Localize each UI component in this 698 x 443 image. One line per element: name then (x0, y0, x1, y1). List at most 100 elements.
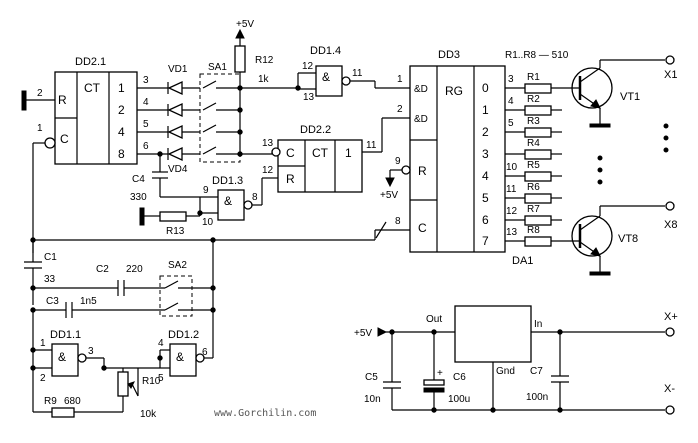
dd2-1-out-1: 1 (118, 81, 125, 95)
r6-label: R6 (527, 182, 540, 193)
dd3-block (409, 65, 506, 253)
pin-label: 2 (37, 88, 43, 99)
resistor-r6 (524, 193, 552, 204)
r10-label: R10 (142, 376, 161, 387)
supply-5v-dd3: +5V (380, 190, 398, 201)
dd2-1-c-input: C (60, 132, 69, 146)
ground-bar (139, 207, 145, 226)
dd3-out-3: 3 (482, 147, 489, 161)
sa1-switch-block (199, 73, 241, 163)
resistor-r9 (51, 407, 75, 418)
r5-label: R5 (527, 160, 540, 171)
c3-value: 1n5 (80, 296, 97, 307)
da1-in-label: In (534, 319, 542, 330)
terminal-x1[interactable] (665, 55, 675, 65)
pin-label: 12 (506, 206, 518, 217)
vt8-label: VT8 (618, 233, 638, 245)
sa1-contacts (202, 80, 240, 155)
dd2-1-label: DD2.1 (75, 56, 106, 68)
resistor-r1 (524, 83, 552, 94)
r8-label: R8 (527, 225, 540, 236)
pin-label: 2 (40, 373, 46, 384)
c3-label: C3 (46, 296, 59, 307)
r12-value: 1k (258, 74, 270, 85)
pin-label: 6 (202, 347, 208, 358)
potentiometer-r10 (117, 371, 129, 397)
pin-label: 13 (303, 92, 315, 103)
vt1-label: VT1 (620, 91, 640, 103)
resistor-note: R1..R8 — 510 (505, 50, 569, 61)
dd2-1-out-2: 2 (118, 103, 125, 117)
pin-label: 1 (397, 74, 403, 85)
diode-vd3 (167, 124, 200, 140)
c6-plus: + (437, 368, 443, 379)
dd3-func: RG (445, 84, 463, 98)
x-minus-label: X- (664, 383, 675, 395)
pin-label: 5 (158, 373, 164, 384)
pin-label: 11 (352, 68, 363, 79)
diode-vd1 (167, 80, 200, 96)
vd4-label: VD4 (168, 164, 188, 175)
dd1-4-label: DD1.4 (310, 45, 341, 57)
output-resistor-array (505, 83, 562, 247)
vd1-label: VD1 (168, 64, 188, 75)
supply-5v-top: +5V (236, 19, 254, 30)
pin-label: 3 (143, 75, 149, 86)
x-plus-label: X+ (664, 311, 678, 323)
r2-label: R2 (527, 94, 540, 105)
transistor-vt1 (551, 59, 665, 128)
pin-label: 13 (262, 138, 274, 149)
dd3-in-d1: &D (414, 84, 428, 95)
dd3-out-5: 5 (482, 191, 489, 205)
pin-label: 10 (202, 217, 214, 228)
dd2-2-r-input: R (286, 172, 295, 186)
c4-label: C4 (132, 174, 145, 185)
diode-vd2 (167, 102, 200, 118)
dd3-label: DD3 (438, 49, 460, 61)
pin-label: 11 (366, 140, 377, 151)
dd2-2-out: 1 (345, 146, 352, 160)
dd2-2-func: CT (312, 146, 329, 160)
dd1-1-label: DD1.1 (50, 329, 81, 341)
r9-value: 680 (64, 396, 81, 407)
resistor-r5 (524, 171, 552, 182)
pin-label: 5 (508, 118, 514, 129)
c6-label: C6 (453, 372, 466, 383)
sa2-label: SA2 (168, 260, 187, 271)
dd2-2-c-input: C (286, 146, 295, 160)
c5-label: C5 (365, 372, 378, 383)
dd2-1-r-input: R (58, 93, 67, 107)
pin-label: 9 (203, 185, 209, 196)
pin-label: 10 (506, 162, 518, 173)
da1-out-label: Out (426, 314, 442, 325)
terminal-x8[interactable] (665, 201, 675, 211)
c1-label: C1 (44, 252, 57, 263)
pin-label: 4 (143, 97, 149, 108)
terminal-x-minus[interactable] (665, 405, 675, 415)
pin-label: 12 (302, 61, 314, 72)
resistor-r12 (234, 45, 246, 73)
terminal-x-plus[interactable] (665, 327, 675, 337)
dd2-1-out-4: 4 (118, 125, 125, 139)
r12-label: R12 (255, 55, 274, 66)
pin-label: 8 (395, 216, 401, 227)
dd2-2-label: DD2.2 (300, 124, 331, 136)
x1-label: X1 (664, 69, 677, 81)
r9-label: R9 (44, 396, 57, 407)
pin-label: 11 (506, 184, 517, 195)
dd3-out-0: 0 (482, 81, 489, 95)
pin-label: 3 (88, 346, 94, 357)
c7-value: 100n (526, 392, 548, 403)
dd1-3-label: DD1.3 (212, 175, 243, 187)
r3-label: R3 (527, 116, 540, 127)
pin-label: 4 (508, 96, 514, 107)
resistor-r7 (524, 215, 552, 226)
pin-label: 8 (252, 192, 258, 203)
transistor-vt8 (551, 205, 665, 276)
dd1-3-func: & (224, 194, 232, 208)
da1-label: DA1 (512, 255, 533, 267)
dd3-c-input: C (418, 221, 427, 235)
dd2-1-out-8: 8 (118, 147, 125, 161)
dd3-out-7: 7 (482, 234, 489, 248)
dd3-in-d2: &D (414, 114, 428, 125)
